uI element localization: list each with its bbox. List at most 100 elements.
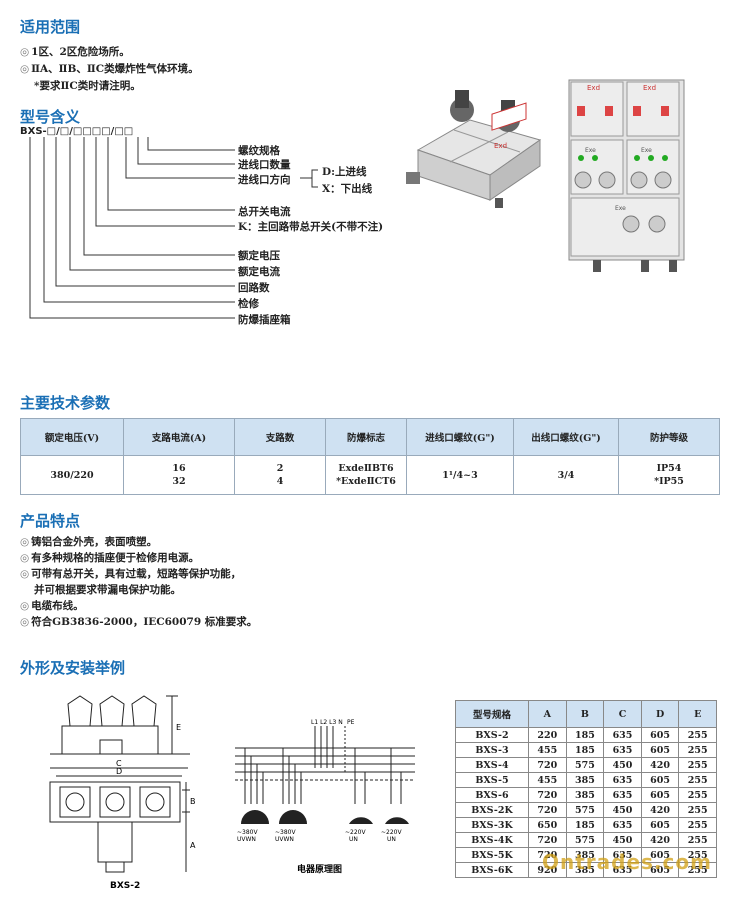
label-dir-d: D:上进线 <box>322 166 367 178</box>
feature-item-cont: 并可根据要求带漏电保护功能。 <box>34 584 181 596</box>
dim-cell: 635 <box>603 727 642 743</box>
dim-cell: BXS-5 <box>455 772 529 788</box>
dim-cell: 420 <box>640 802 680 818</box>
dim-header-cell: E <box>678 700 717 728</box>
param-header-cell: 防爆标志 <box>325 418 407 456</box>
dim-cell: 255 <box>678 757 717 773</box>
dim-header-cell: A <box>528 700 567 728</box>
dim-cell: 650 <box>528 817 567 833</box>
load-phase: UVWN <box>275 836 294 843</box>
dim-cell: 605 <box>640 817 680 833</box>
label-main-current: 总开关电流 <box>238 206 291 218</box>
dim-cell: 185 <box>565 742 605 758</box>
dim-cell: 635 <box>603 862 642 878</box>
label-k-note: K：主回路带总开关(不带不注) <box>238 221 384 233</box>
dim-cell: 635 <box>603 742 642 758</box>
dim-cell: 720 <box>528 787 567 803</box>
dim-cell: 255 <box>678 787 717 803</box>
dim-header-cell: D <box>640 700 680 728</box>
dim-cell: 420 <box>640 757 680 773</box>
param-cell: 3/4 <box>513 455 619 495</box>
dim-header-cell: 型号规格 <box>455 700 529 728</box>
load-voltage: ~220V <box>345 829 366 836</box>
dim-cell: 575 <box>565 757 605 773</box>
pe-label: PE <box>347 719 355 726</box>
label-maintenance: 检修 <box>238 298 259 310</box>
param-cell: 2 4 <box>234 455 326 495</box>
dim-cell: 605 <box>640 742 680 758</box>
table-row: 380/220 16 32 2 4 ExdeⅡBT6 *ExdeⅡCT6 1¹/… <box>20 455 720 495</box>
dim-cell: 575 <box>565 832 605 848</box>
dim-cell: BXS-4 <box>455 757 529 773</box>
load-voltage: ~380V <box>275 829 296 836</box>
label-dir-x: X：下出线 <box>322 183 373 195</box>
dim-cell: 450 <box>603 802 642 818</box>
section-features-title: 产品特点 <box>20 512 81 530</box>
dim-header-cell: B <box>565 700 605 728</box>
dim-cell: 255 <box>678 772 717 788</box>
param-header-cell: 出线口螺纹(G") <box>513 418 619 456</box>
dim-cell: 720 <box>528 757 567 773</box>
load-voltage: ~380V <box>237 829 258 836</box>
schematic-title: 电器原理图 <box>297 863 342 875</box>
dim-cell: 255 <box>678 727 717 743</box>
circle-bullet-icon: ◎ <box>20 568 30 580</box>
dim-cell: 635 <box>603 772 642 788</box>
label-inlet-dir: 进线口方向 <box>238 174 291 186</box>
circle-bullet-icon: ◎ <box>20 616 30 628</box>
dim-cell: 385 <box>565 787 605 803</box>
dim-b-label: B <box>190 797 196 806</box>
param-header-cell: 支路电流(A) <box>123 418 235 456</box>
dim-header-cell: C <box>603 700 642 728</box>
section-model-title: 型号含义 <box>20 108 81 126</box>
feature-item: ◎有多种规格的插座便于检修用电源。 <box>20 552 200 564</box>
dim-cell: 255 <box>678 832 717 848</box>
dim-cell: 455 <box>528 742 567 758</box>
circle-bullet-icon: ◎ <box>20 536 30 548</box>
param-cell: 16 32 <box>123 455 235 495</box>
label-circuits: 回路数 <box>238 282 270 294</box>
bxs2-label: BXS-2 <box>110 881 140 891</box>
section-params-title: 主要技术参数 <box>20 394 111 412</box>
dim-header-row: 型号规格 A B C D E <box>455 700 717 728</box>
dim-cell: 385 <box>565 862 605 878</box>
label-thread: 螺纹规格 <box>238 145 280 157</box>
dim-cell: 255 <box>678 847 717 863</box>
dim-cell: 185 <box>565 817 605 833</box>
feature-item: ◎铸铝合金外壳，表面喷塑。 <box>20 536 158 548</box>
dim-cell: BXS-3 <box>455 742 529 758</box>
param-cell: ExdeⅡBT6 *ExdeⅡCT6 <box>325 455 407 495</box>
bus-labels: L1 L2 L3 N <box>311 719 343 726</box>
load-phase: UN <box>349 836 358 843</box>
param-header-cell: 进线口螺纹(G") <box>406 418 514 456</box>
dim-cell: BXS-4K <box>455 832 529 848</box>
section-install-title: 外形及安装举例 <box>20 659 126 677</box>
param-cell: 1¹/4~3 <box>406 455 514 495</box>
param-cell: 380/220 <box>20 455 124 495</box>
param-header-cell: 支路数 <box>234 418 326 456</box>
load-phase: UN <box>387 836 396 843</box>
feature-item: ◎电缆布线。 <box>20 600 84 612</box>
dim-e-label: E <box>176 723 181 732</box>
dim-cell: 255 <box>678 817 717 833</box>
photo-exd-text: Exd <box>587 84 600 92</box>
photo-exe-text: Exe <box>585 147 596 154</box>
photo-exd-text: Exd <box>643 84 656 92</box>
dim-cell: 255 <box>678 862 717 878</box>
dim-c-label: C <box>116 759 122 768</box>
dim-cell: 255 <box>678 742 717 758</box>
circle-bullet-icon: ◎ <box>20 63 30 75</box>
param-header-cell: 额定电压(V) <box>20 418 124 456</box>
circle-bullet-icon: ◎ <box>20 46 30 58</box>
circle-bullet-icon: ◎ <box>20 600 30 612</box>
param-cell: IP54 *IP55 <box>618 455 720 495</box>
param-header-row: 额定电压(V) 支路电流(A) 支路数 防爆标志 进线口螺纹(G") 出线口螺纹… <box>20 418 720 456</box>
